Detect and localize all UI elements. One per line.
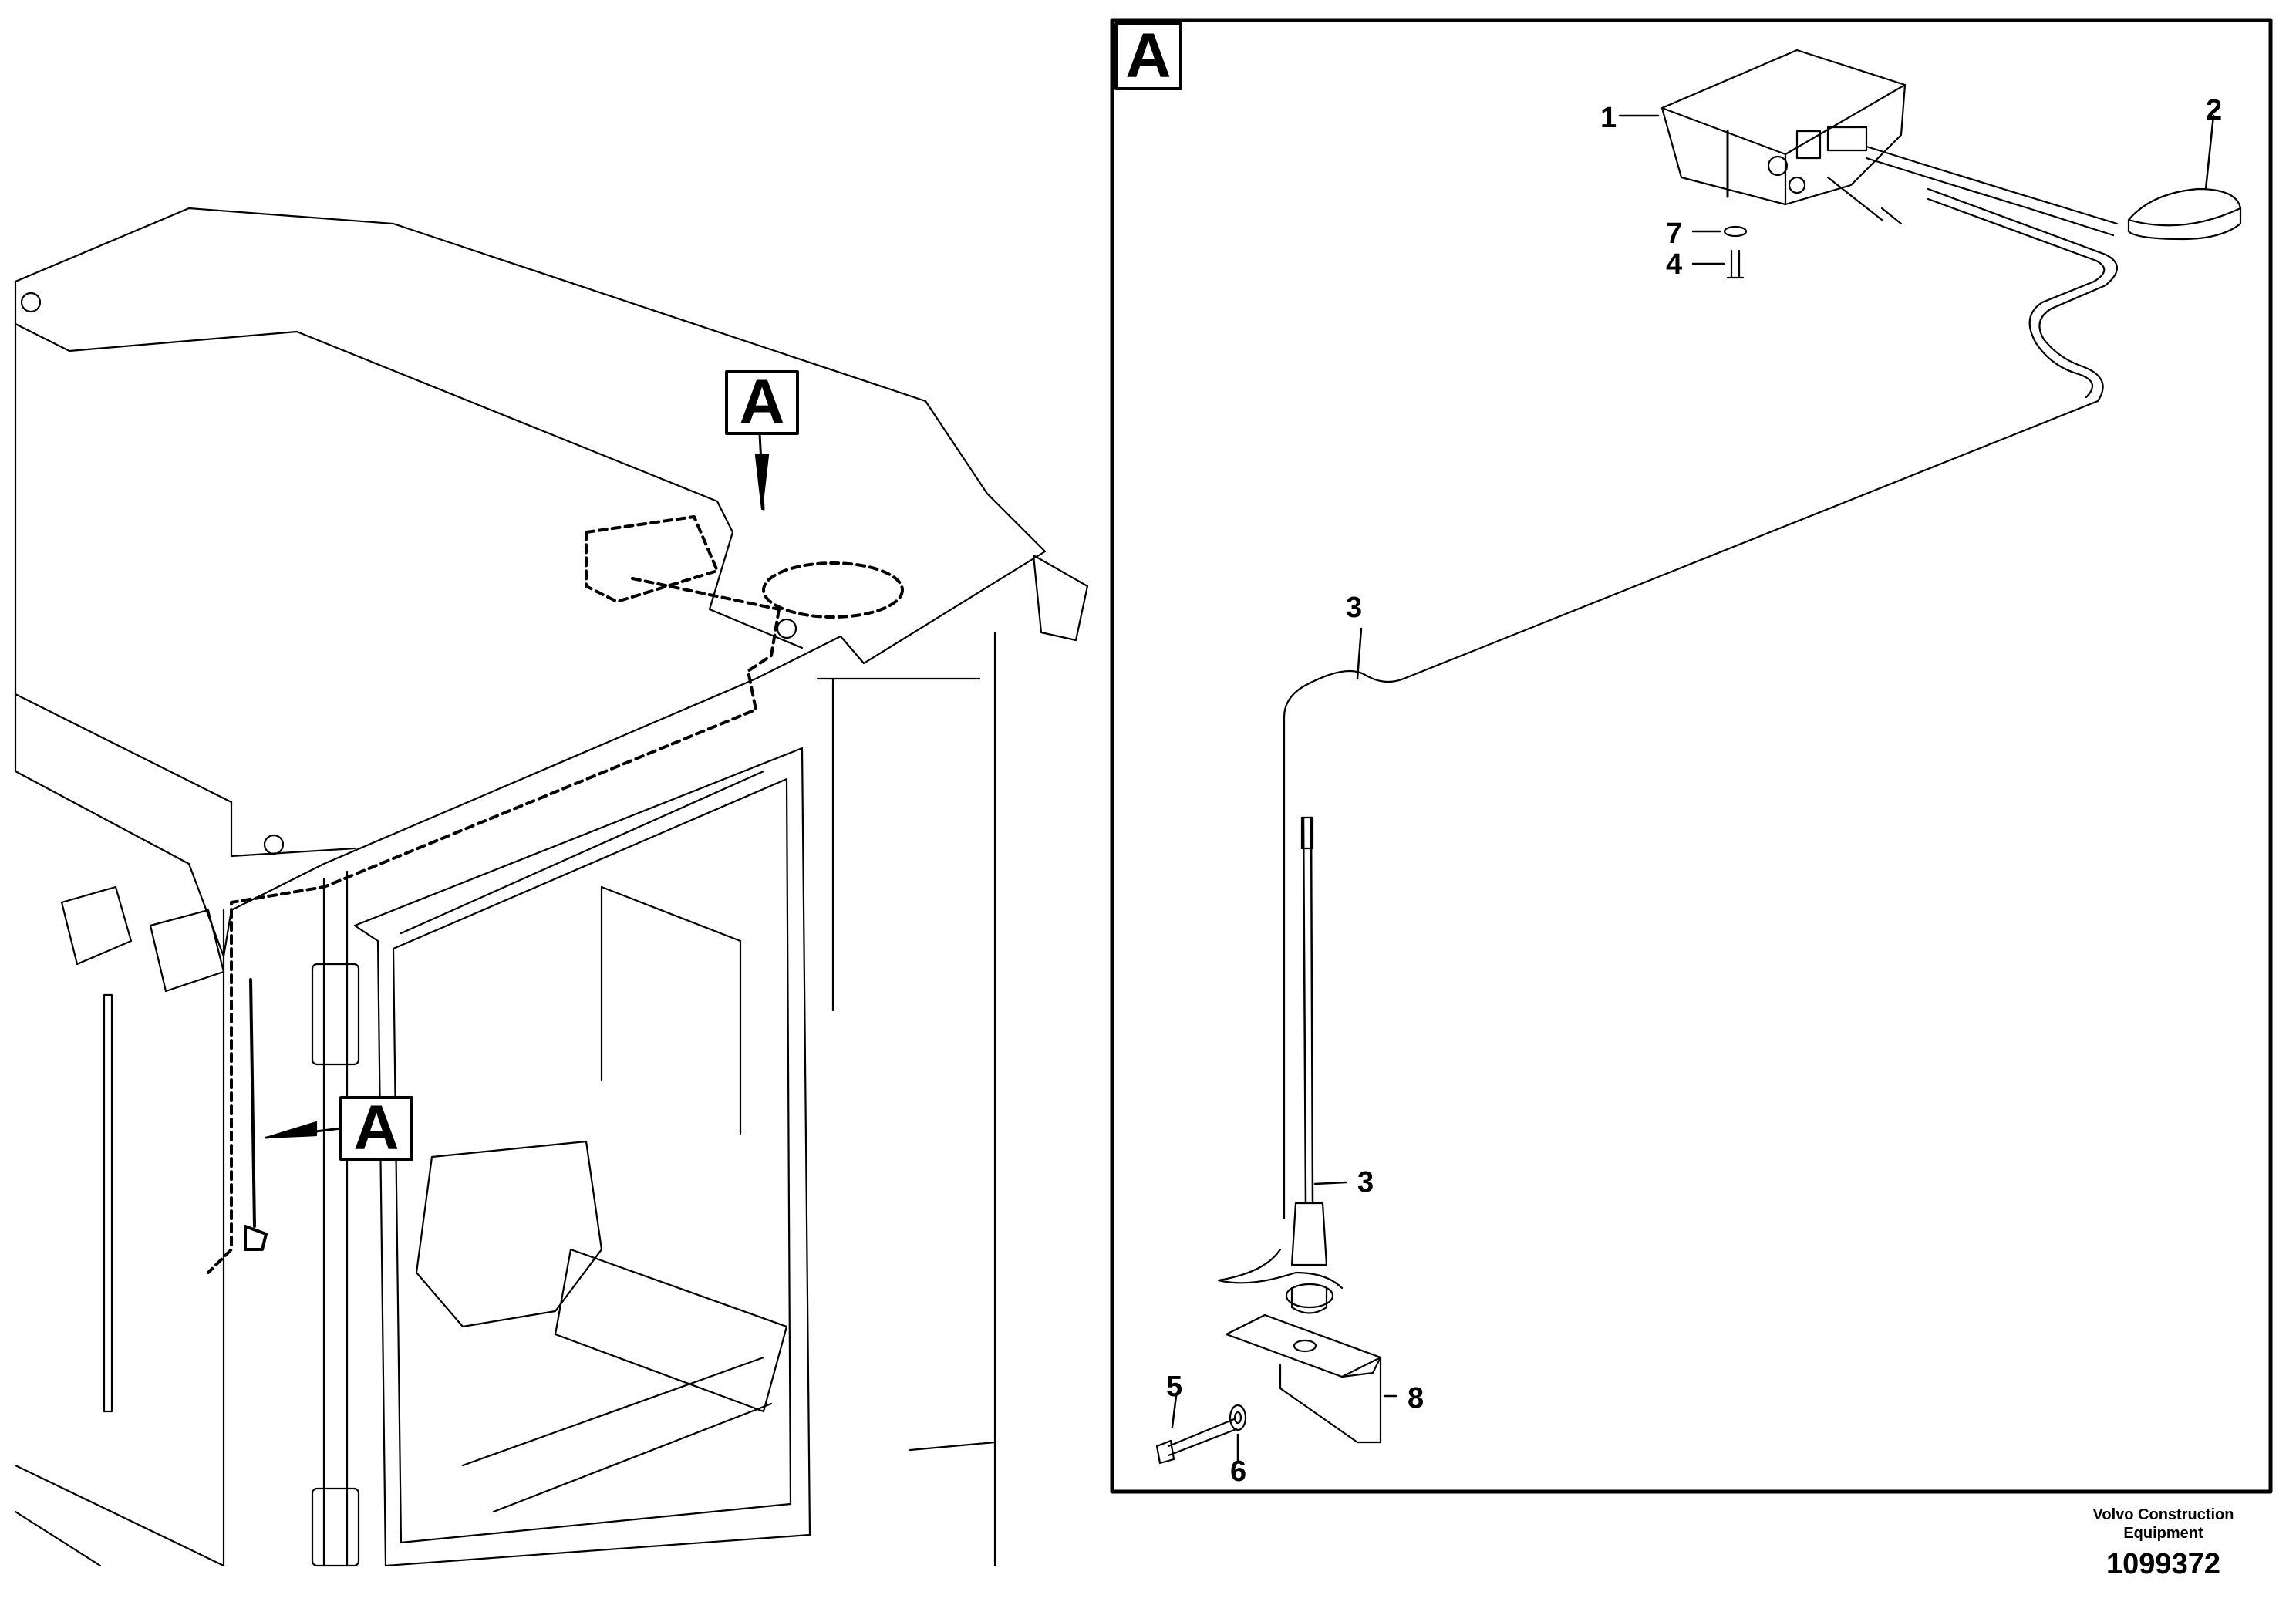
callout-2: 2 (2206, 94, 2222, 126)
gps-cable (1865, 145, 2119, 237)
drawing-number: 1099372 (2106, 1548, 2220, 1580)
interior-floor (461, 1356, 773, 1513)
dashed-harness-route (207, 515, 904, 1274)
roof-side-face (14, 693, 356, 858)
control-unit (1660, 49, 1907, 206)
door-hinge-upper (311, 963, 360, 1066)
bolt-part-5 (1155, 1418, 1238, 1465)
washer-part-6 (1229, 1404, 1247, 1431)
cab-bottom-edge (14, 1441, 996, 1567)
antenna-bracket (1225, 1313, 1382, 1444)
detail-frame (1110, 18, 2273, 1494)
cab-overview-illustration: A A (14, 207, 1089, 1567)
roof-inner-edge (14, 322, 804, 649)
cab-antenna-mast (244, 978, 268, 1251)
leader-lines (1171, 114, 2215, 1463)
callout-4: 4 (1666, 248, 1682, 281)
callout-5: 5 (1166, 1371, 1182, 1403)
door-window (392, 777, 792, 1544)
callout-3-cable: 3 (1346, 592, 1362, 624)
callout-7: 7 (1666, 218, 1682, 250)
callout-1: 1 (1600, 102, 1617, 134)
antenna-cable-inner (1927, 197, 2106, 399)
svg-text:A: A (739, 367, 784, 437)
work-lamp-right (149, 909, 225, 993)
cab-corner-post (222, 870, 349, 1567)
roof-bolt (20, 292, 42, 313)
gps-cable-tail (1826, 176, 1903, 225)
roof-beacon (1032, 554, 1089, 642)
whip-antenna (1217, 816, 1344, 1314)
callout-6: 6 (1230, 1455, 1246, 1488)
view-marker-a-side: A (265, 1093, 413, 1163)
roof-panel (14, 207, 1047, 958)
svg-text:A: A (353, 1093, 399, 1163)
callout-3-antenna: 3 (1357, 1166, 1374, 1199)
footer: Volvo Construction Equipment 1099372 (2093, 1506, 2234, 1580)
svg-text:A: A (1125, 21, 1171, 91)
screw-part-4 (1726, 249, 1745, 279)
door-frame (353, 747, 811, 1567)
door-window-inner (400, 770, 765, 1135)
company-name-line2: Equipment (2123, 1525, 2203, 1542)
work-lamp-left (60, 885, 133, 966)
antenna-cable (1283, 187, 2119, 1220)
callout-numbers: 1 2 3 3 4 5 6 7 8 (1166, 94, 2222, 1488)
roof-bolt (263, 834, 285, 855)
gps-puck-antenna (2127, 187, 2242, 241)
cab-rear-panel (816, 631, 996, 1567)
company-name-line1: Volvo Construction (2093, 1506, 2234, 1523)
view-marker-a-top: A (725, 367, 799, 511)
callout-8: 8 (1408, 1382, 1424, 1415)
interior-seat (415, 1140, 603, 1328)
side-rod (103, 993, 113, 1413)
roof-bolt (776, 618, 797, 639)
detail-view-a: A (1110, 18, 2273, 1494)
detail-label-box (1114, 22, 1182, 90)
washer-part-7 (1723, 225, 1748, 238)
door-hinge-lower (311, 1487, 360, 1567)
interior-heater (554, 1248, 788, 1413)
